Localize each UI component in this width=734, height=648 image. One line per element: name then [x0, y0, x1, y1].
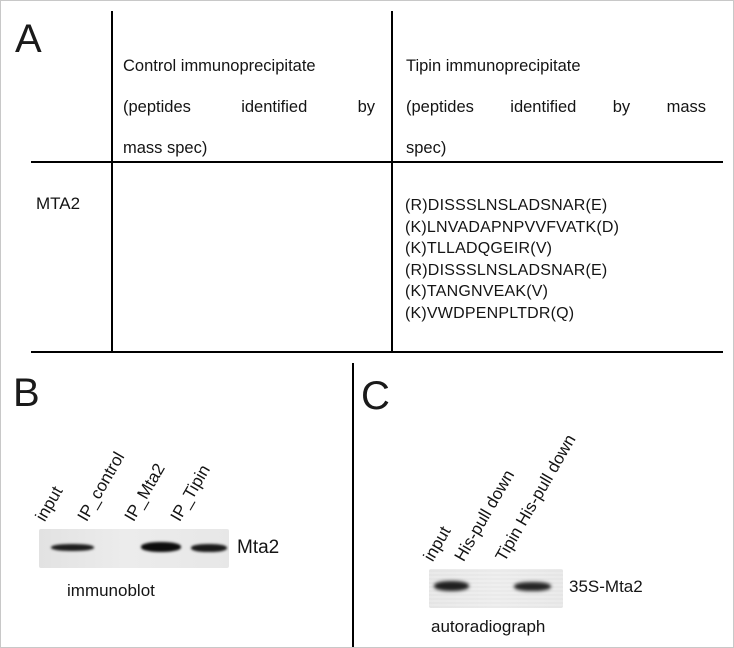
- band-input-c: [434, 581, 469, 591]
- band-ip-mta2: [141, 542, 181, 552]
- control-header-line-2: (peptides identified by: [123, 98, 375, 116]
- table-header-rule: [31, 161, 723, 163]
- table-row-header-mta2: MTA2: [36, 194, 81, 213]
- band-tipin-his-pulldown: [514, 582, 551, 591]
- autoradiograph-image: [429, 569, 563, 608]
- band-ip-tipin: [191, 544, 227, 552]
- lane-label-input-c: input: [419, 523, 455, 565]
- peptide-3: (K)TLLADQGEIR(V): [405, 240, 553, 257]
- table-bottom-rule: [31, 351, 723, 353]
- peptide-6: (K)VWDPENPLTDR(Q): [405, 304, 575, 322]
- peptide-4: (R)DISSSLNSLADSNAR(E): [405, 261, 608, 279]
- control-header-line-3: mass spec): [123, 139, 208, 157]
- tipin-column-header: Tipin immunoprecipitate (peptides identi…: [406, 46, 706, 169]
- tipin-header-line-2: (peptides identified by mass: [406, 98, 706, 116]
- immunoblot-image: [39, 529, 229, 568]
- panel-b-label: B: [13, 371, 40, 415]
- immunoblot-caption: immunoblot: [67, 581, 155, 600]
- tipin-header-line-3: spec): [406, 139, 447, 157]
- control-column-header: Control immunoprecipitate (peptides iden…: [123, 46, 375, 169]
- panel-c-label: C: [361, 374, 390, 418]
- lane-label-ip-tipin: IP_Tipin: [166, 461, 215, 525]
- peptide-2: (K)LNVADAPNPVVFVATK(D): [405, 218, 620, 236]
- lane-label-input-b: input: [31, 483, 67, 525]
- table-column-divider-2: [391, 11, 393, 353]
- lane-label-ip-mta2: IP_Mta2: [120, 460, 169, 525]
- peptide-1: (R)DISSSLNSLADSNAR(E): [405, 197, 608, 214]
- blot-c-band-label: 35S-Mta2: [569, 577, 643, 596]
- panel-b-c-divider: [352, 363, 354, 647]
- panel-a-label: A: [15, 17, 42, 61]
- peptide-5: (K)TANGNVEAK(V): [405, 283, 549, 300]
- autoradiograph-caption: autoradiograph: [431, 617, 546, 636]
- tipin-header-line-1: Tipin immunoprecipitate: [406, 57, 581, 75]
- table-column-divider-1: [111, 11, 113, 353]
- control-header-line-1: Control immunoprecipitate: [123, 57, 316, 75]
- band-input-b: [51, 544, 94, 551]
- tipin-peptide-list: (R)DISSSLNSLADSNAR(E) (K)LNVADAPNPVVFVAT…: [405, 195, 619, 324]
- blot-b-band-label: Mta2: [237, 537, 280, 558]
